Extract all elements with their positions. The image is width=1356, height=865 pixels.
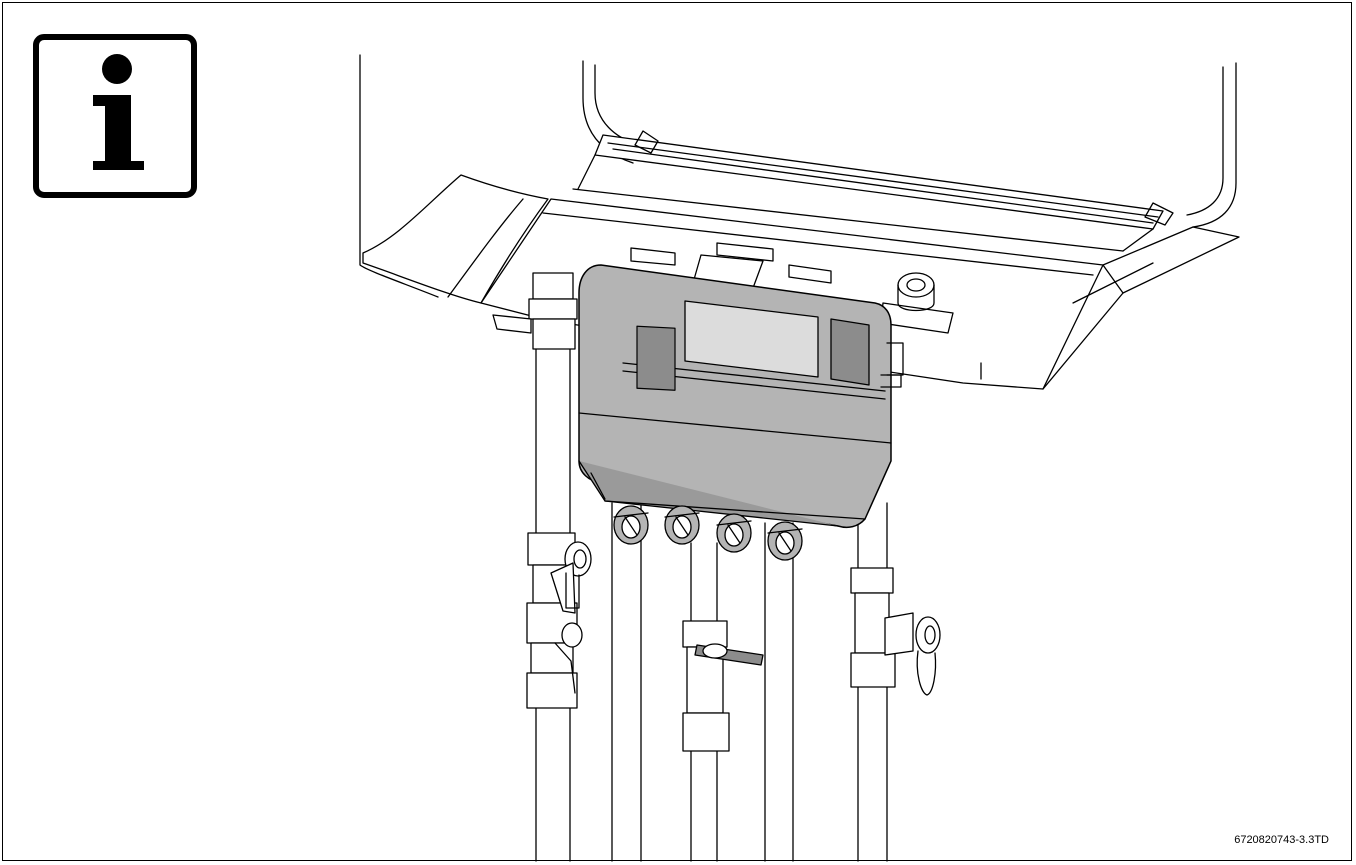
- centre-valve: [682, 620, 764, 752]
- connection-cover: [578, 264, 892, 529]
- boiler-casing: [359, 54, 1237, 304]
- upper-rail: [572, 130, 1174, 252]
- cable-glands: [613, 505, 803, 561]
- reference-code: 6720820743-3.3TD: [1234, 834, 1329, 846]
- left-pipe-nuts: [492, 272, 578, 350]
- tray-fitting-right: [880, 272, 954, 334]
- info-icon: [33, 34, 197, 198]
- right-valve: [850, 567, 941, 696]
- left-valve-assembly: [526, 532, 592, 709]
- right-pipe-nut: [880, 342, 904, 388]
- boiler-installation-drawing: [33, 34, 1240, 862]
